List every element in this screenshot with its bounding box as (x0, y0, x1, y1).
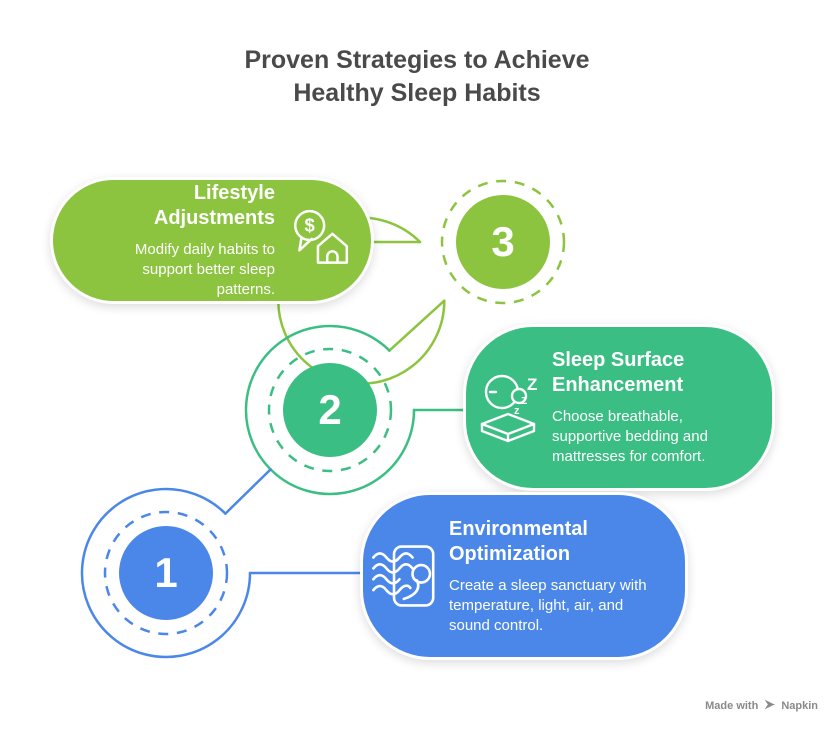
airflow-icon (371, 539, 441, 613)
page-title: Proven Strategies to Achieve Healthy Sle… (0, 44, 834, 110)
pen-nib-icon (763, 698, 776, 714)
step2-number: 2 (318, 386, 342, 433)
money-house-icon: $ (287, 206, 353, 276)
step2-node (224, 324, 466, 515)
page-title-line2: Healthy Sleep Habits (293, 79, 541, 107)
step1-node (80, 487, 364, 659)
card-lifestyle-title: Lifestyle Adjustments (153, 182, 275, 229)
card-environmental-title: Environmental Optimization (449, 517, 588, 565)
card-environmental-description: Create a sleep sanctuary with temperatur… (449, 576, 647, 634)
card-sleep-surface-enhancement: z z Z Sleep Surface Enhancement Choose b… (463, 324, 775, 491)
svg-text:z: z (514, 405, 520, 417)
svg-text:z: z (521, 392, 528, 407)
watermark: Made with Napkin (705, 698, 818, 714)
card-lifestyle-adjustments: Lifestyle Adjustments Modify daily habit… (50, 177, 374, 304)
watermark-brand: Napkin (781, 700, 818, 712)
card-environmental-optimization: Environmental Optimization Create a slee… (360, 492, 688, 660)
step1-number: 1 (154, 549, 178, 596)
step3-number: 3 (491, 218, 515, 265)
svg-text:$: $ (305, 214, 316, 235)
moon-mattress-icon: z z Z (478, 369, 542, 447)
card-sleep-surface-description: Choose breathable, supportive bedding an… (552, 408, 708, 465)
card-lifestyle-description: Modify daily habits to support better sl… (134, 241, 275, 298)
card-sleep-surface-title: Sleep Surface Enhancement (552, 349, 685, 396)
watermark-prefix: Made with (705, 700, 759, 712)
page-title-line1: Proven Strategies to Achieve (244, 46, 590, 74)
svg-text:Z: Z (527, 375, 537, 394)
